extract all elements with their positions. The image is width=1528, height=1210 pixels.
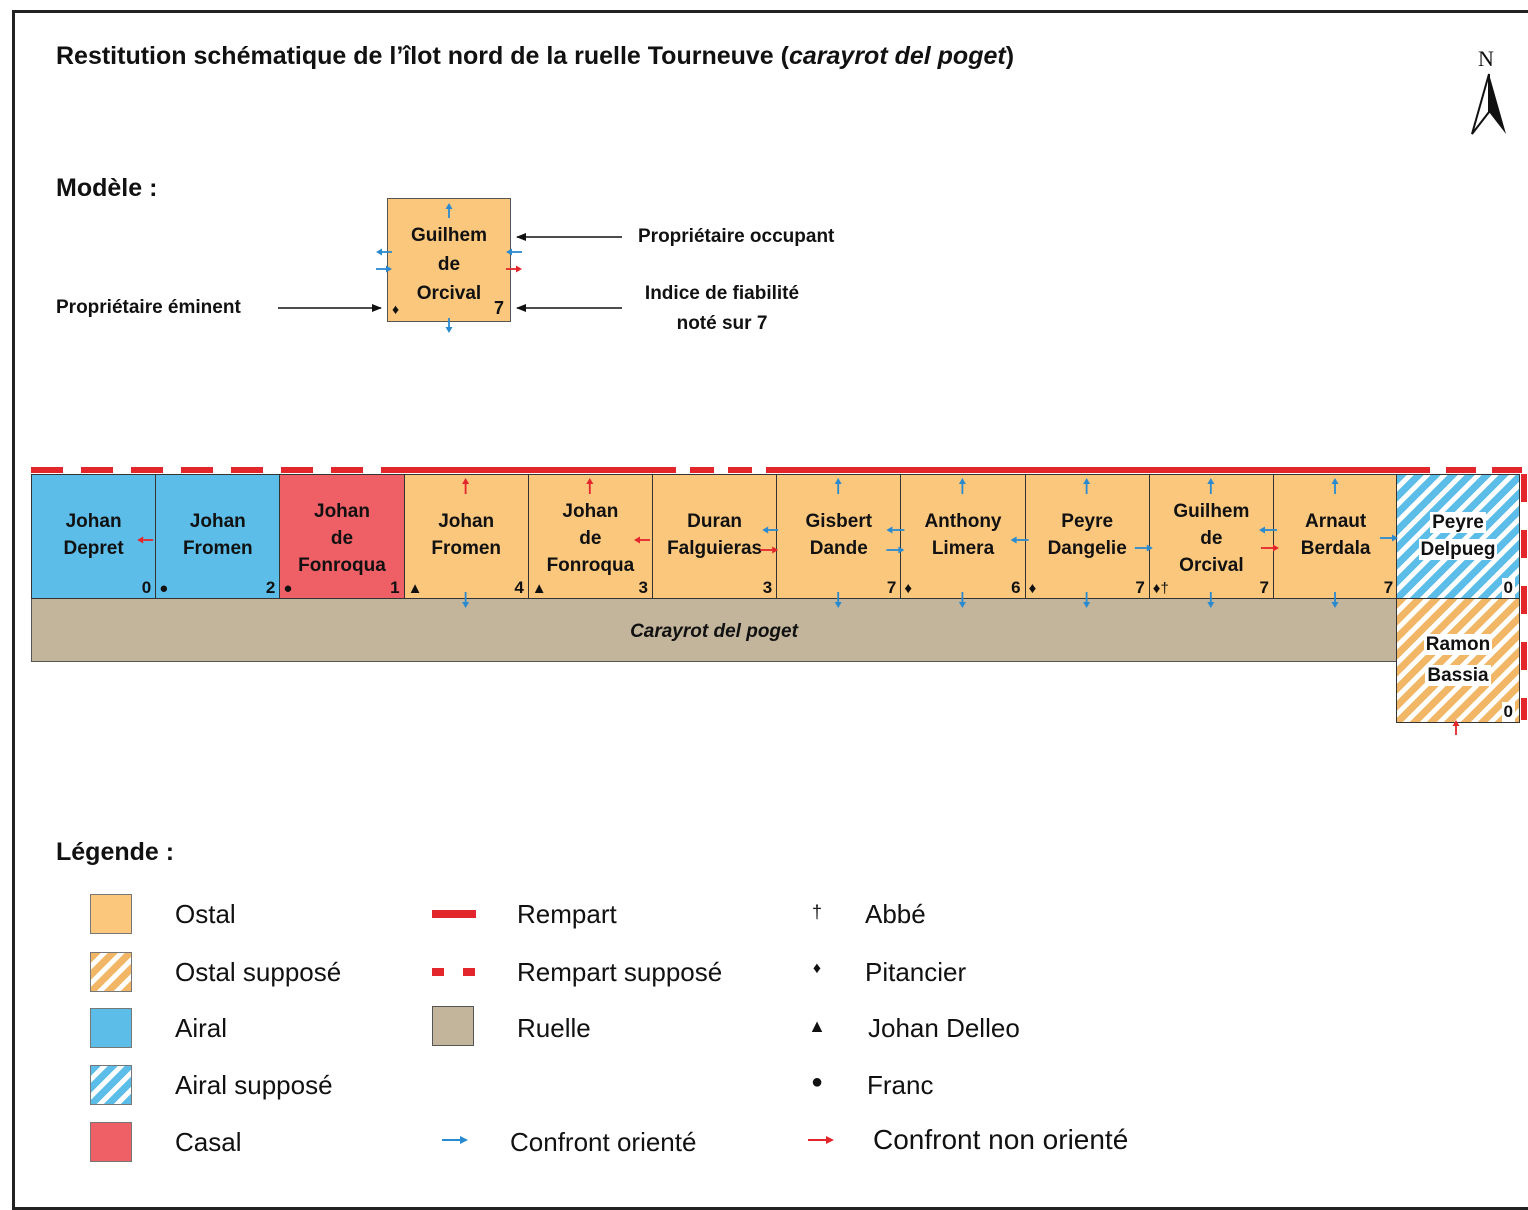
pitancier-icon: ♦ [812, 960, 822, 977]
model-reliability-index: 7 [493, 298, 504, 318]
legend-label-johan-delleo: Johan Delleo [868, 1013, 1020, 1043]
eminent-callout: Propriétaire éminent [56, 297, 241, 318]
parcel-reliability-index: 7 [886, 578, 897, 597]
legend-label-pitancier: Pitancier [865, 957, 967, 987]
legend-label-airal-suppose: Airal supposé [175, 1070, 333, 1100]
parcel-reliability-index: 7 [1259, 578, 1269, 597]
parcel-status-icon: ● [283, 580, 293, 597]
parcel-status-icon: ♦† [1152, 580, 1169, 597]
legend-label-ostal: Ostal [175, 899, 236, 929]
parcel-owner-name: Peyre Delpueg [1418, 512, 1498, 560]
parcel-reliability-index: 1 [390, 578, 400, 597]
model-heading: Modèle : [56, 174, 158, 202]
parcel-reliability-index: 3 [762, 578, 773, 597]
legend-label-ruelle: Ruelle [517, 1013, 591, 1043]
north-arrow-icon [1471, 73, 1506, 135]
parcel-reliability-index: 0 [1501, 702, 1515, 722]
north-label: N [1478, 46, 1494, 71]
legend-swatch-airal-suppose [90, 1065, 132, 1105]
parcel-reliability-index: 7 [1135, 578, 1145, 597]
parcel-status-icon: ● [159, 580, 169, 597]
model-parcel: Guilhem de Orcival ♦ 7 [387, 198, 511, 322]
legend-swatch-rempart [432, 910, 476, 918]
occupant-callout: Propriétaire occupant [638, 226, 835, 247]
street-label: Carayrot del poget [630, 621, 798, 642]
legend-label-confront-non-oriente: Confront non orienté [873, 1124, 1129, 1155]
parcel-status-icon: ♦ [1028, 580, 1037, 597]
parcel-owner-name: Ramon Bassia [1423, 634, 1493, 686]
parcel-status-icon: ▲ [407, 580, 423, 597]
confront-oriented-arrow-icon [442, 1136, 468, 1144]
parcel-reliability-index: 0 [141, 578, 152, 597]
legend-swatch-casal [90, 1122, 132, 1162]
parcel-reliability-index: 0 [1501, 578, 1515, 598]
legend-label-rempart: Rempart [517, 899, 617, 929]
legend-label-ostal-suppose: Ostal supposé [175, 957, 342, 987]
parcel-reliability-index: 2 [265, 578, 276, 597]
legend-heading: Légende : [56, 838, 175, 866]
parcel-reliability-index: 7 [1383, 578, 1394, 597]
parcel-ramon-bassia: Ramon Bassia 0 [1396, 598, 1520, 723]
legend-label-confront-oriente: Confront orienté [510, 1127, 697, 1157]
abbe-icon: † [811, 902, 822, 922]
pitancier-icon: ♦ [392, 301, 400, 317]
legend-swatch-ostal [90, 894, 132, 934]
street-ruelle: Carayrot del poget [31, 598, 1397, 662]
parcel-reliability-index: 4 [514, 578, 524, 597]
legend-swatch-rempart-suppose-dash [463, 968, 475, 976]
legend-swatch-ostal-suppose [90, 952, 132, 992]
confront-non-oriented-arrow-icon [808, 1136, 834, 1144]
legend-label-casal: Casal [175, 1127, 242, 1157]
model-owner-name: Guilhem de Orcival [410, 225, 487, 304]
page-title: Restitution schématique de l’îlot nord d… [56, 42, 1015, 70]
legend-swatch-airal [90, 1008, 132, 1048]
legend-label-abbe: Abbé [865, 899, 926, 929]
legend-label-airal: Airal [175, 1013, 228, 1043]
parcel-status-icon: ♦ [904, 580, 913, 597]
parcel-reliability-index: 3 [638, 578, 648, 597]
reliability-callout: Indice de fiabilité noté sur 7 [644, 283, 800, 334]
parcel-peyre-delpueg: Peyre Delpueg 0 [1396, 474, 1520, 599]
legend-label-franc: Franc [867, 1070, 934, 1100]
parcel-status-icon: ▲ [531, 580, 547, 597]
legend-label-rempart-suppose: Rempart supposé [517, 957, 723, 987]
legend-swatch-rempart-suppose [432, 968, 444, 976]
parcel-reliability-index: 6 [1011, 578, 1021, 597]
franc-icon: ● [810, 1071, 824, 1093]
johan-delleo-icon: ▲ [808, 1016, 826, 1036]
legend-swatch-ruelle [432, 1006, 474, 1046]
